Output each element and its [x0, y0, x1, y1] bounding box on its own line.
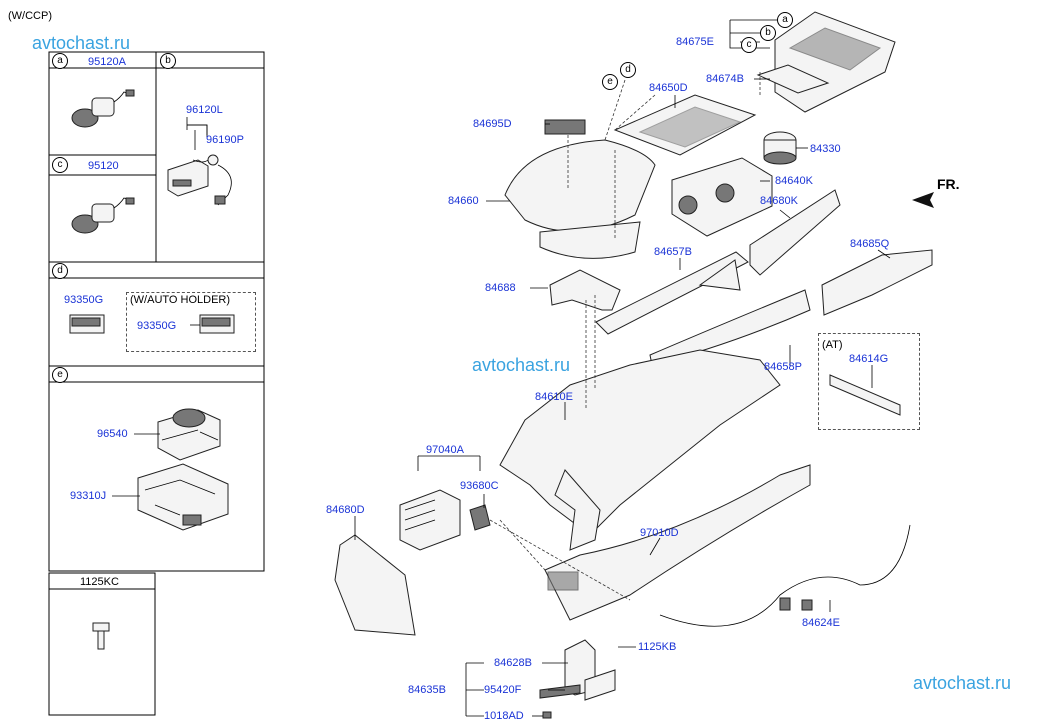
- callout-84680D: 84680D: [326, 504, 365, 516]
- callout-84650D: 84650D: [649, 82, 688, 94]
- front-arrow-icon: [912, 192, 934, 208]
- callout-84657B: 84657B: [654, 246, 692, 258]
- switch-d-sketch: [69, 314, 235, 334]
- watermark-2: avtochast.ru: [472, 355, 571, 375]
- part-93310J: 93310J: [70, 490, 107, 502]
- part-93350G: 93350G: [64, 294, 104, 306]
- callout-84658P: 84658P: [764, 361, 802, 373]
- controller-knob-sketch: [157, 408, 221, 461]
- callout-97040A: 97040A: [426, 444, 464, 456]
- circle-letter-e-inset: e: [52, 367, 68, 383]
- variant-label: (W/CCP): [8, 10, 52, 22]
- callout-84674B: 84674B: [706, 73, 744, 85]
- bracket-e-sketch: [137, 463, 229, 531]
- circle-letter-d: d: [620, 62, 636, 78]
- screw-sketch: [92, 622, 110, 650]
- callout-1125KB: 1125KB: [638, 641, 677, 653]
- usb-jack-sketch: [167, 124, 232, 206]
- power-outlet-c-sketch: [71, 197, 135, 234]
- inset-frame: [48, 51, 265, 716]
- part-95120: 95120: [88, 160, 119, 172]
- circle-letter-a: a: [777, 12, 793, 28]
- main-parts: [334, 11, 933, 719]
- part-93350G-auto: 93350G: [137, 320, 177, 332]
- callout-84610E: 84610E: [535, 391, 573, 403]
- callout-97010D: 97010D: [640, 527, 679, 539]
- callout-1018AD: 1018AD: [484, 710, 524, 722]
- callout-84685Q: 84685Q: [850, 238, 890, 250]
- circle-letter-c-inset: c: [52, 157, 68, 173]
- part-96540: 96540: [97, 428, 128, 440]
- circle-letter-b-inset: b: [160, 53, 176, 69]
- part-96190P: 96190P: [206, 134, 244, 146]
- callout-84624E: 84624E: [802, 617, 840, 629]
- circle-letter-c: c: [741, 37, 757, 53]
- watermark-1: avtochast.ru: [32, 33, 131, 53]
- callout-84330: 84330: [810, 143, 841, 155]
- callout-84640K: 84640K: [775, 175, 813, 187]
- callout-84680K: 84680K: [760, 195, 798, 207]
- auto-holder-note: (W/AUTO HOLDER): [130, 294, 231, 306]
- callout-84695D: 84695D: [473, 118, 512, 130]
- power-outlet-a-sketch: [71, 89, 135, 128]
- circle-letter-a-inset: a: [52, 53, 68, 69]
- callout-93680C: 93680C: [460, 480, 499, 492]
- auto-holder-box: [126, 292, 256, 352]
- at-box: [818, 333, 920, 430]
- callout-84635B: 84635B: [408, 684, 446, 696]
- part-96120L: 96120L: [186, 104, 223, 116]
- callout-84660: 84660: [448, 195, 479, 207]
- assembly-lines: [489, 70, 761, 601]
- part-1125KC: 1125KC: [80, 576, 119, 588]
- front-label: FR.: [937, 176, 960, 192]
- callout-84628B: 84628B: [494, 657, 532, 669]
- leader-lines: [112, 19, 891, 717]
- callout-AT: (AT): [822, 339, 843, 351]
- callout-84614G: 84614G: [849, 353, 889, 365]
- callout-84688: 84688: [485, 282, 516, 294]
- watermark-3: avtochast.ru: [913, 673, 1012, 693]
- callout-95420F: 95420F: [484, 684, 522, 696]
- circle-letter-e: e: [602, 74, 618, 90]
- part-95120A: 95120A: [88, 56, 126, 68]
- circle-letter-b: b: [760, 25, 776, 41]
- circle-letter-d-inset: d: [52, 263, 68, 279]
- callout-84675E: 84675E: [676, 36, 714, 48]
